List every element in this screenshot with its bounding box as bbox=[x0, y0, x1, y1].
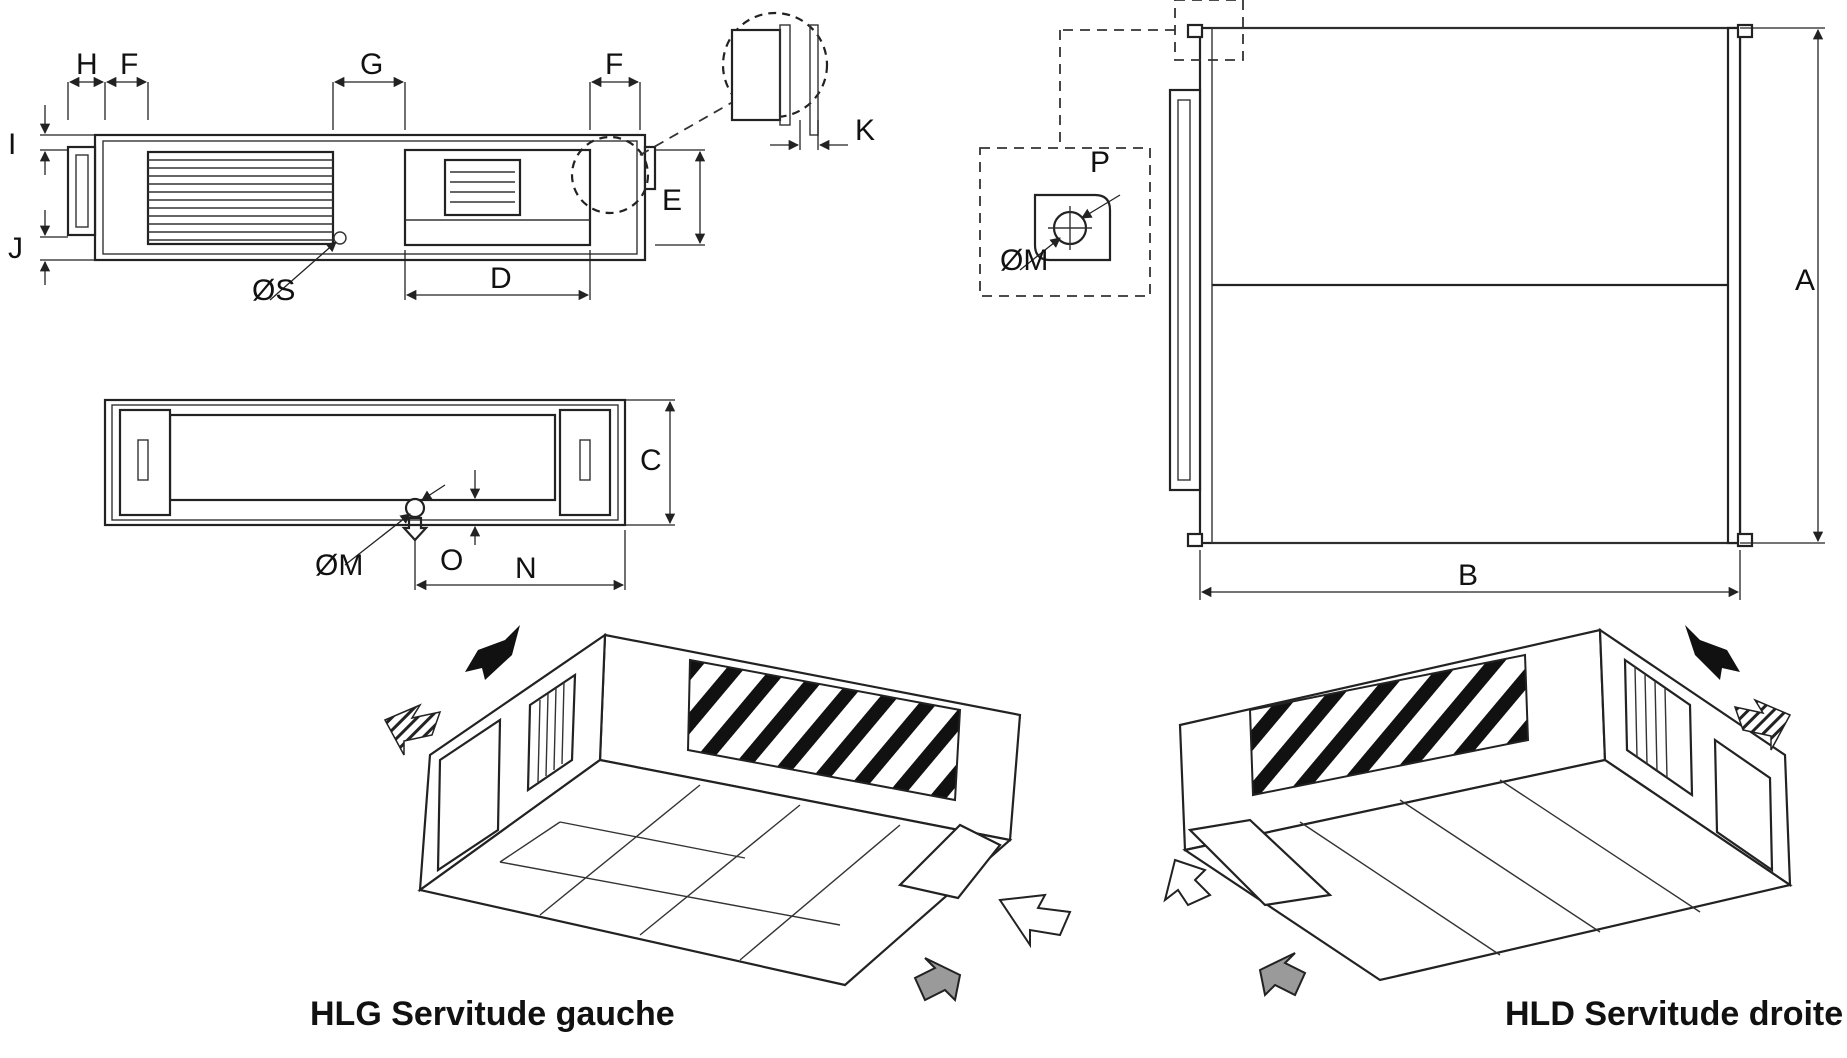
front-view: C ØM O N bbox=[103, 398, 676, 591]
side-view-left-flange bbox=[66, 145, 97, 237]
dim-K: K bbox=[770, 114, 875, 151]
top-view: P ØM A B bbox=[979, 0, 1825, 600]
hld-arrow-white-icon bbox=[1163, 858, 1212, 907]
dim-E: E bbox=[655, 149, 706, 246]
dim-G: G bbox=[332, 48, 406, 130]
hld-arrow-hatched-icon bbox=[1733, 698, 1792, 751]
dim-A: A bbox=[1740, 27, 1825, 544]
dim-F-right: F bbox=[589, 48, 641, 130]
hlg-arrow-black-icon bbox=[465, 625, 520, 680]
side-view: H F G F K I bbox=[8, 11, 875, 307]
hlg-isometric-view bbox=[383, 625, 1072, 1003]
dim-label-C: C bbox=[640, 444, 662, 477]
dim-label-M-detail: ØM bbox=[1000, 244, 1048, 277]
dim-label-F-left: F bbox=[120, 48, 138, 81]
hlg-filter-grille bbox=[686, 658, 962, 802]
front-view-opening bbox=[168, 413, 557, 502]
dim-D: D bbox=[404, 250, 591, 301]
caption-hlg: HLG Servitude gauche bbox=[310, 995, 675, 1033]
fan-icon bbox=[443, 158, 522, 217]
dim-label-P: P bbox=[1090, 146, 1110, 179]
dim-F-left: F bbox=[105, 48, 149, 120]
dim-label-E: E bbox=[662, 184, 682, 217]
dim-M-front: ØM bbox=[315, 484, 446, 582]
hld-isometric-view bbox=[1163, 625, 1793, 998]
hld-arrow-grey-icon bbox=[1258, 952, 1307, 998]
dim-N: N bbox=[414, 530, 626, 591]
hld-filter-grille bbox=[1248, 653, 1530, 797]
dim-label-O: O bbox=[440, 544, 463, 577]
hld-arrow-black-icon bbox=[1685, 625, 1740, 680]
dim-label-A: A bbox=[1795, 264, 1815, 297]
front-view-left-plate bbox=[118, 408, 172, 517]
dim-J: J bbox=[8, 210, 95, 285]
dim-label-K: K bbox=[855, 114, 875, 147]
dim-label-B: B bbox=[1458, 559, 1478, 592]
front-view-right-plate bbox=[558, 408, 612, 517]
dim-O: O bbox=[420, 470, 485, 577]
dim-I: I bbox=[8, 105, 95, 175]
dim-label-G: G bbox=[360, 48, 383, 81]
dim-label-J: J bbox=[8, 232, 23, 265]
filter-slats bbox=[148, 159, 333, 241]
hlg-arrow-grey-icon bbox=[913, 957, 962, 1003]
dim-S: ØS bbox=[252, 231, 347, 307]
top-view-side-flange bbox=[1168, 88, 1202, 492]
dim-label-F-right: F bbox=[605, 48, 623, 81]
hlg-arrow-white-icon bbox=[998, 893, 1072, 949]
dim-M-detail: ØM bbox=[1000, 194, 1121, 277]
caption-hld: HLD Servitude droite bbox=[1505, 995, 1843, 1033]
dim-label-H: H bbox=[76, 48, 98, 81]
dim-label-S: ØS bbox=[252, 274, 295, 307]
dim-label-M-front: ØM bbox=[315, 549, 363, 582]
side-view-filter bbox=[146, 150, 335, 246]
dim-C: C bbox=[625, 399, 676, 526]
dim-label-D: D bbox=[490, 262, 512, 295]
dim-P: P bbox=[1090, 146, 1110, 179]
detail-circle bbox=[721, 11, 829, 119]
dim-B: B bbox=[1199, 550, 1741, 600]
dim-H: H bbox=[67, 48, 106, 120]
dim-label-I: I bbox=[8, 128, 16, 161]
detail-P-box bbox=[979, 147, 1151, 297]
hlg-arrow-hatched-icon bbox=[383, 703, 442, 756]
dim-label-N: N bbox=[515, 552, 537, 585]
